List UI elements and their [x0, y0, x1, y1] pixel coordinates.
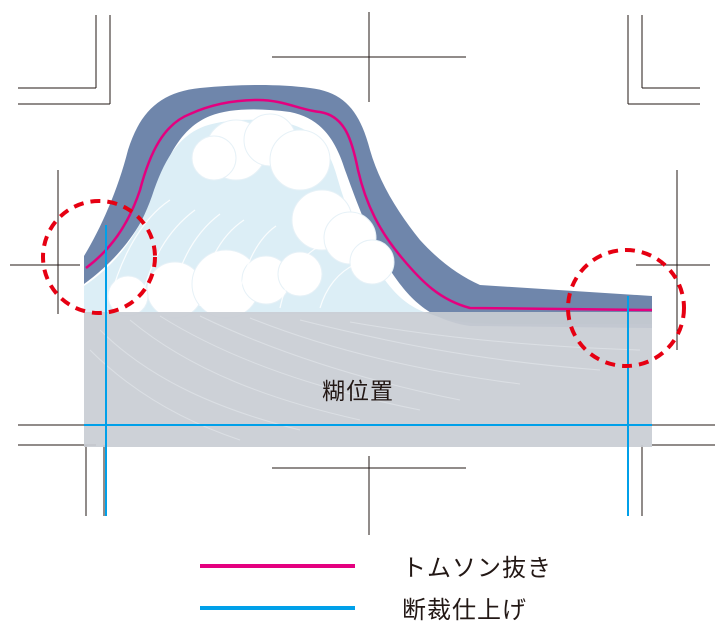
wave-lines	[109, 199, 357, 309]
legend-line-die-cut	[200, 564, 355, 568]
glue-area-lines	[89, 315, 641, 441]
legend-line-trim	[200, 606, 355, 610]
legend-label-trim: 断裁仕上げ	[402, 596, 527, 624]
legend-item-trim: 断裁仕上げ	[200, 588, 620, 628]
crop-marks	[10, 12, 715, 535]
glue-area-label: 糊位置	[322, 379, 394, 405]
trim-lines	[84, 225, 652, 516]
legend-item-die-cut: トムソン抜き	[200, 546, 620, 586]
wave-foam	[107, 113, 395, 319]
die-cut-line	[85, 98, 653, 312]
legend-label-die-cut: トムソン抜き	[402, 554, 552, 582]
highlight-circles	[41, 199, 686, 368]
wave-border-shape	[84, 85, 652, 328]
